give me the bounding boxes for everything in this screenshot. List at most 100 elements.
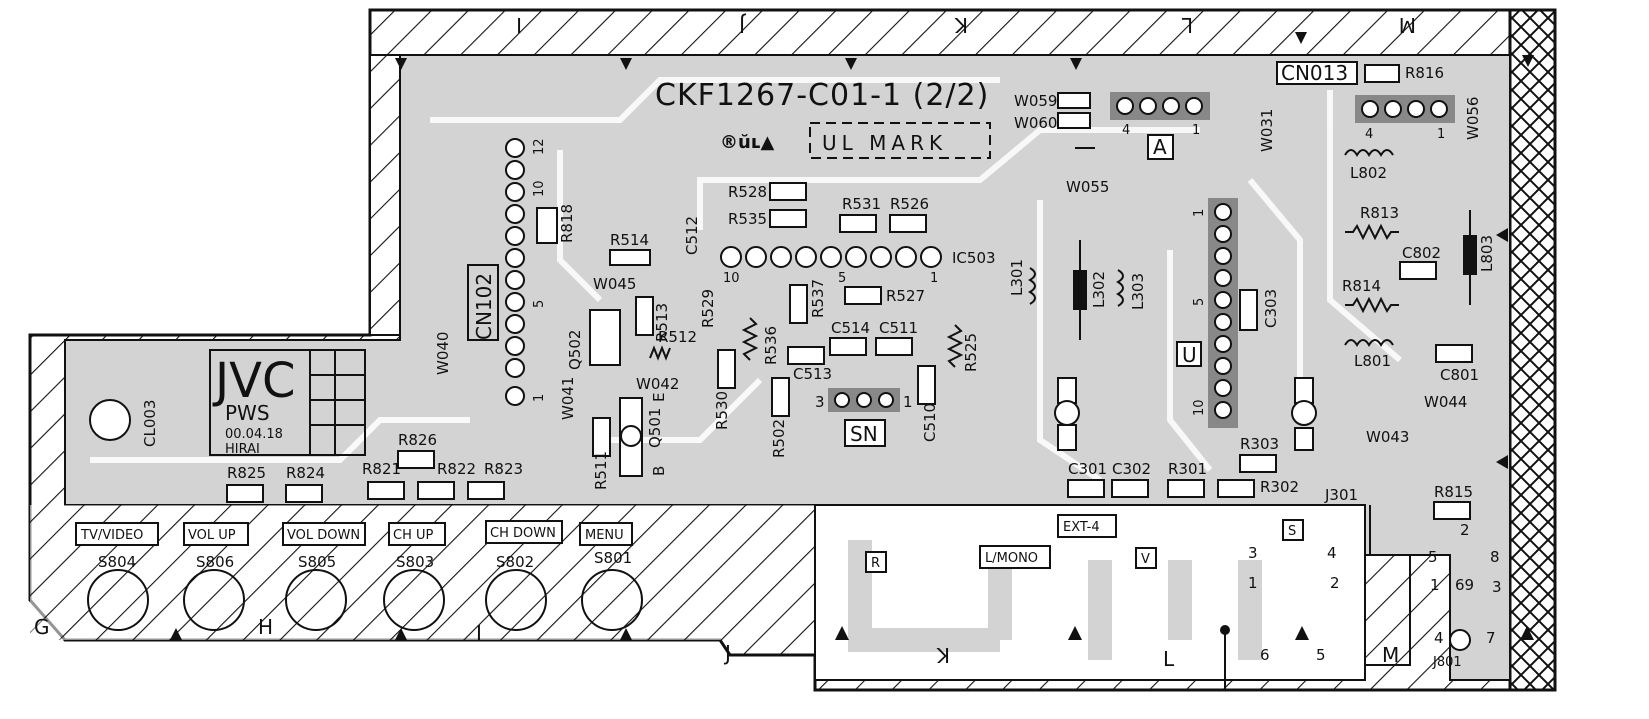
r814-label: R814 [1342, 277, 1381, 295]
u-pin-1: 1 [1192, 209, 1207, 217]
c801-label: C801 [1440, 366, 1479, 384]
ic503-pin-5: 5 [838, 271, 846, 286]
a-pin-1: 1 [1192, 123, 1200, 138]
j801-pin-8: 8 [1490, 548, 1500, 566]
c512-label: C512 [683, 216, 701, 255]
ic503-label: IC503 [952, 249, 996, 267]
cn102-pin-1: 1 [532, 394, 547, 402]
l302-label: L302 [1090, 271, 1108, 308]
r527-label: R527 [886, 287, 925, 305]
r537-label: R537 [809, 279, 827, 318]
ext-pin-6: 6 [1260, 646, 1270, 664]
r535-label: R535 [728, 210, 767, 228]
l801-label: L801 [1354, 352, 1391, 370]
s803-label: S803 [396, 553, 434, 571]
q501-label: Q501 [646, 408, 664, 448]
j801-pin-4: 4 [1434, 629, 1444, 647]
r825-label: R825 [227, 464, 266, 482]
s805-label: S805 [298, 553, 336, 571]
c510-label: C510 [921, 403, 939, 442]
ext-pin-4: 4 [1327, 544, 1337, 562]
r816-label: R816 [1405, 64, 1444, 82]
r303-label: R303 [1240, 435, 1279, 453]
vol-down-label: VOL DOWN [287, 528, 360, 543]
mount-hole [89, 399, 131, 441]
grid-bottom-h: H [258, 615, 273, 639]
q501-pin-b: B [650, 466, 668, 476]
grid-bottom-l: L [1163, 647, 1175, 671]
v-label: V [1141, 552, 1150, 567]
r512-label: R512 [658, 328, 697, 346]
grid-bottom-g: G [34, 615, 50, 639]
cl003-label: CL003 [141, 400, 159, 447]
author-stamp: HIRAI [225, 442, 260, 457]
menu-label: MENU [585, 528, 624, 543]
c303-label: C303 [1262, 289, 1280, 328]
cn102-pin-10: 10 [532, 180, 547, 197]
w059-label: W059 [1014, 92, 1057, 110]
r818-label: R818 [558, 204, 576, 243]
s801-label: S801 [594, 549, 632, 567]
cn102-pin-5: 5 [532, 300, 547, 308]
j801-pin-2: 2 [1460, 521, 1470, 539]
w042-label: W042 [636, 375, 679, 393]
board-title: CKF1267-C01-1 (2/2) [655, 78, 989, 113]
ext4-area: EXT-4 L/MONO R V S J301 3 4 1 2 6 5 [814, 486, 1371, 690]
r529-label: R529 [699, 289, 717, 328]
j301-label: J301 [1324, 486, 1358, 504]
c513-label: C513 [793, 365, 832, 383]
ch-up-label: CH UP [393, 528, 434, 543]
ext4-label: EXT-4 [1063, 520, 1100, 535]
ic503-pads [720, 246, 942, 268]
cn013-pin-1: 1 [1437, 127, 1445, 142]
sn-pin-1: 1 [903, 393, 913, 411]
ch-down-label: CH DOWN [490, 526, 556, 541]
u-connector: U 1 5 10 [1176, 198, 1238, 428]
component-labels: R818 R514 C512 R528 R535 R531 R526 R527 … [227, 64, 1496, 501]
s804-label: S804 [98, 553, 136, 571]
connector-a: A 4 1 [1110, 92, 1210, 160]
j801-pin-7: 7 [1486, 629, 1496, 647]
r826-label: R826 [398, 431, 437, 449]
connector-a-label: A [1153, 135, 1167, 159]
l303-label: L303 [1129, 273, 1147, 310]
ul-mark-label: UL MARK [822, 131, 947, 155]
r530-label: R530 [713, 391, 731, 430]
grid-bottom-m: M [1382, 643, 1399, 667]
r526-label: R526 [890, 195, 929, 213]
sn-label: SN [850, 422, 878, 446]
w056-label: W056 [1464, 97, 1482, 140]
a-pin-4: 4 [1122, 123, 1130, 138]
c302-label: C302 [1112, 460, 1151, 478]
grid-letters: I J K L M G H I J K L M [34, 13, 1416, 671]
c802-label: C802 [1402, 244, 1441, 262]
button-labels: TV/VIDEO S804 VOL UP S806 VOL DOWN S805 … [75, 520, 633, 571]
grid-bottom-i: I [476, 621, 482, 645]
u-label: U [1182, 343, 1197, 367]
cn013-connector: CN013 4 1 [1276, 61, 1455, 142]
u-pin-10: 10 [1192, 399, 1207, 416]
ul-logo-icon: ®ŭʟ▲ [720, 132, 775, 153]
sn-connector: SN 3 1 [815, 388, 913, 447]
c511-label: C511 [879, 319, 918, 337]
j801-pin-69: 69 [1455, 576, 1474, 594]
component-boxes [226, 64, 1473, 520]
grid-top-l: L [1181, 13, 1193, 37]
q501-case [620, 425, 642, 447]
c514-label: C514 [831, 319, 870, 337]
l803-label: L803 [1478, 235, 1496, 272]
r813-label: R813 [1360, 204, 1399, 222]
r824-label: R824 [286, 464, 325, 482]
ext-pin-3: 3 [1248, 544, 1258, 562]
ul-mark-box [809, 122, 991, 159]
ic503-pin-10: 10 [723, 271, 740, 286]
cn013-label: CN013 [1281, 61, 1348, 85]
r815-label: R815 [1434, 483, 1473, 501]
tv-video-label: TV/VIDEO [80, 528, 143, 543]
w055-label: W055 [1066, 178, 1109, 196]
r511-label: R511 [592, 451, 610, 490]
grid-top-j: J [739, 13, 747, 37]
s-label: S [1288, 524, 1296, 539]
ext-pin-5: 5 [1316, 646, 1326, 664]
grid-bottom-k: K [936, 643, 950, 667]
